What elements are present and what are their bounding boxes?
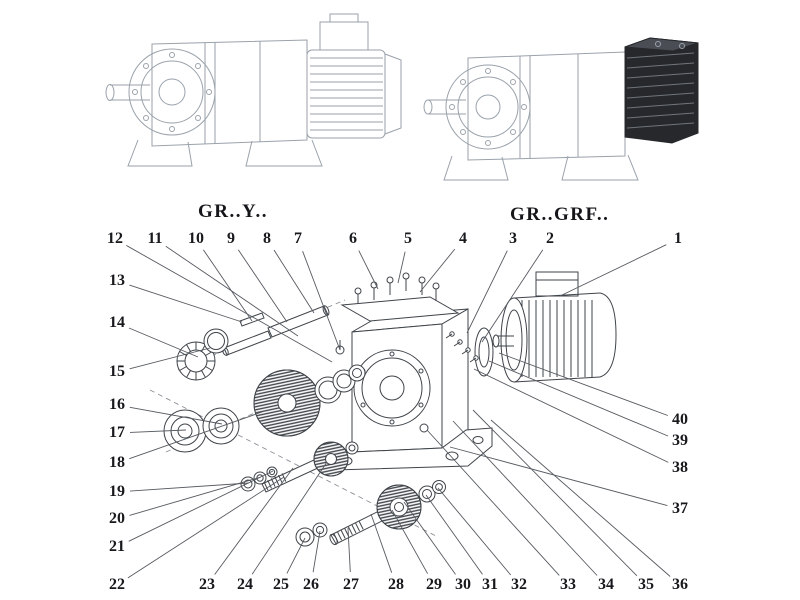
cover-bolt-dots: [449, 68, 527, 146]
leader-line-22: [127, 476, 285, 579]
leader-line-6: [358, 250, 379, 290]
leader-line-32: [437, 487, 512, 576]
leader-line-9: [237, 249, 288, 323]
finned-cover-block: [624, 37, 699, 144]
motor-flange-parts: [445, 327, 494, 377]
variant-label-gr-grf: GR..GRF..: [510, 204, 610, 225]
leader-line-38: [473, 368, 669, 463]
leader-line-37: [449, 446, 668, 507]
leader-line-35: [472, 409, 638, 577]
leader-line-20: [129, 476, 262, 516]
assembled-view-gr-grf: [423, 37, 699, 181]
leader-line-25: [286, 537, 306, 574]
output-bearings: [163, 407, 240, 453]
leader-line-13: [129, 284, 243, 323]
leader-line-36: [490, 419, 671, 577]
leader-line-8: [273, 249, 315, 314]
leader-line-21: [128, 470, 274, 542]
leader-line-16: [129, 406, 223, 425]
leader-line-19: [129, 482, 250, 492]
exploded-view: [163, 271, 617, 547]
input-pinion-set: [295, 480, 446, 547]
leader-line-34: [452, 420, 598, 576]
leader-line-3: [466, 250, 508, 334]
leader-line-24: [251, 461, 328, 575]
leader-line-17: [129, 429, 187, 433]
leader-line-31: [425, 494, 483, 575]
spacers-and-rings: [314, 364, 366, 404]
leader-line-15: [129, 347, 211, 370]
leader-line-30: [403, 501, 456, 575]
leader-line-5: [397, 251, 406, 284]
leader-line-10: [202, 249, 253, 322]
output-gear: [253, 369, 321, 437]
leader-line-7: [302, 251, 341, 351]
motor: [492, 271, 617, 383]
shaft-seals: [176, 328, 229, 381]
intermediate-gear-set: [240, 441, 359, 493]
cover-bolt-dots: [132, 52, 212, 132]
leader-line-28: [370, 513, 393, 573]
top-cover-and-bolts: [340, 272, 460, 322]
leader-line-27: [347, 527, 351, 573]
assembled-view-gr-y: [105, 13, 402, 167]
leader-line-39: [488, 360, 669, 437]
leader-line-29: [391, 509, 428, 574]
leader-line-14: [128, 327, 199, 358]
leader-line-11: [165, 245, 299, 337]
leader-line-40: [498, 352, 668, 416]
leader-line-2: [481, 249, 544, 343]
leader-lines: [126, 244, 671, 579]
leader-line-4: [419, 248, 456, 293]
leader-line-1: [559, 244, 667, 297]
output-shaft: [222, 305, 330, 356]
variant-label-gr-y: GR..Y..: [198, 201, 268, 222]
leader-line-18: [129, 411, 263, 460]
leader-line-26: [312, 530, 321, 573]
leader-line-12: [126, 245, 333, 363]
leader-line-33: [426, 429, 560, 576]
leader-line-23: [214, 467, 294, 575]
